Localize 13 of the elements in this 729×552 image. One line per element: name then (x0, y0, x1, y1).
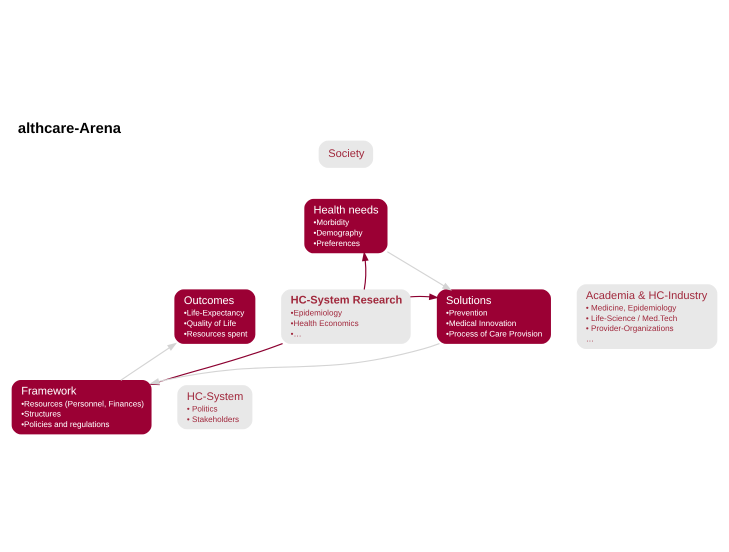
arrow (410, 292, 439, 300)
node-box: Health needs •Morbidity •Demography •Preferences (304, 198, 388, 253)
node-box: HC-System • Politics • Stakeholders (177, 384, 252, 429)
arrow (387, 250, 452, 290)
node-box: Academia & HC-Industry • Medicine, Epidemiology • Life-Science / Med.Tech • Provider-Organizations … (576, 284, 718, 349)
node-box: Framework •Resources (Personnel, Finances) •Structures •Policies and regulations (12, 379, 152, 434)
arrow (120, 342, 178, 380)
node-box: Outcomes •Life-Expectancy •Quality of Life •Resources spent (174, 288, 256, 344)
diagram-title: althcare-Arena (18, 120, 121, 136)
arrow (362, 250, 369, 290)
node-box: Society (318, 140, 374, 168)
node-box: HC-System Research •Epidemiology •Health Economics •… (281, 288, 411, 344)
node-box: Solutions •Prevention •Medical Innovation •Process of Care Provision (436, 288, 551, 344)
